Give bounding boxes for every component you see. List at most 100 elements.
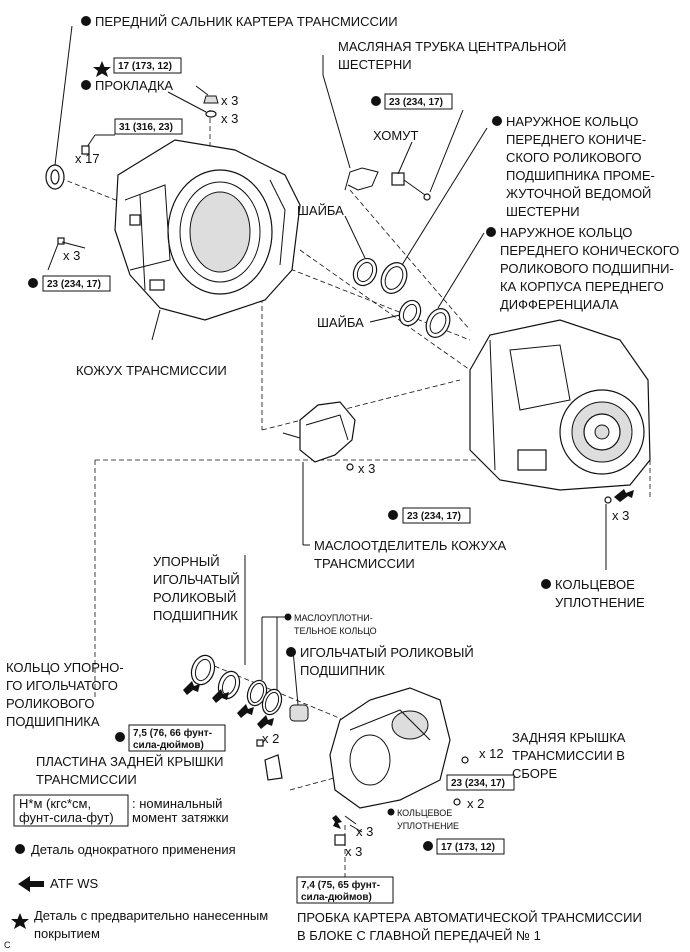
svg-text:УПЛОТНЕНИЕ: УПЛОТНЕНИЕ (555, 595, 645, 610)
svg-text:РОЛИКОВЫЙ: РОЛИКОВЫЙ (153, 590, 236, 605)
labels: ПЕРЕДНИЙ САЛЬНИК КАРТЕРА ТРАНСМИССИИ 17 … (4, 14, 679, 950)
svg-text:фунт-сила-фут): фунт-сила-фут) (19, 810, 114, 825)
svg-text:НАРУЖНОЕ КОЛЬЦО: НАРУЖНОЕ КОЛЬЦО (500, 225, 632, 240)
torque-31: 31 (316, 23) (119, 122, 173, 133)
svg-text:сила-дюймов): сила-дюймов) (133, 740, 204, 751)
svg-text:УПОРНЫЙ: УПОРНЫЙ (153, 554, 220, 569)
svg-text:ПЕРЕДНЕГО КОНИЧЕ-: ПЕРЕДНЕГО КОНИЧЕ- (506, 132, 646, 147)
svg-text:СКОГО РОЛИКОВОГО: СКОГО РОЛИКОВОГО (506, 150, 642, 165)
svg-text:ПРОБКА КАРТЕРА АВТОМАТИЧЕСКОЙ: ПРОБКА КАРТЕРА АВТОМАТИЧЕСКОЙ ТРАНСМИССИ… (297, 910, 642, 925)
precoated-star-icon (11, 913, 29, 929)
svg-text:x 3: x 3 (612, 508, 629, 523)
torque-23-sep: 23 (234, 17) (407, 511, 461, 522)
arrow-icon (183, 681, 200, 695)
svg-text:ГО ИГОЛЬЧАТОГО: ГО ИГОЛЬЧАТОГО (6, 678, 118, 693)
single-use-dot-icon (15, 844, 25, 854)
oil-pipe-part (322, 55, 464, 201)
single-use-dot-icon (388, 510, 398, 520)
svg-text:ТЕЛЬНОЕ КОЛЬЦО: ТЕЛЬНОЕ КОЛЬЦО (294, 626, 377, 636)
atf-arrows (18, 489, 634, 892)
svg-text:ТРАНСМИССИИ: ТРАНСМИССИИ (36, 772, 137, 787)
svg-text:C: C (4, 940, 11, 950)
svg-text:: номинальный: : номинальный (132, 796, 222, 811)
svg-text:НАРУЖНОЕ КОЛЬЦО: НАРУЖНОЕ КОЛЬЦО (506, 114, 638, 129)
svg-text:ПЕРЕДНЕГО КОНИЧЕСКОГО: ПЕРЕДНЕГО КОНИЧЕСКОГО (500, 243, 679, 258)
svg-text:ТРАНСМИССИИ: ТРАНСМИССИИ (314, 556, 415, 571)
svg-text:МАСЛОУПЛОТНИ-: МАСЛОУПЛОТНИ- (294, 613, 373, 623)
label-gasket: ПРОКЛАДКА (95, 78, 173, 93)
svg-text:ПЛАСТИНА ЗАДНЕЙ КРЫШКИ: ПЛАСТИНА ЗАДНЕЙ КРЫШКИ (36, 754, 224, 769)
arrow-icon (614, 489, 634, 502)
svg-text:ИГОЛЬЧАТЫЙ: ИГОЛЬЧАТЫЙ (153, 572, 240, 587)
svg-text:момент затяжки: момент затяжки (132, 810, 229, 825)
label-washer-1: ШАЙБА (297, 203, 344, 218)
svg-text:ЗАДНЯЯ КРЫШКА: ЗАДНЯЯ КРЫШКА (512, 730, 626, 745)
single-use-dot-icon (423, 841, 433, 851)
torque-23-cover: 23 (234, 17) (451, 778, 505, 789)
lower-rings-part (190, 555, 309, 722)
bolt-group-top (47, 85, 219, 271)
torque-17-bottom: 17 (173, 12) (441, 842, 495, 853)
svg-text:ИГОЛЬЧАТЫЙ РОЛИКОВЫЙ: ИГОЛЬЧАТЫЙ РОЛИКОВЫЙ (300, 645, 474, 660)
single-use-dot-icon (81, 16, 91, 26)
svg-text:КОЛЬЦЕВОЕ: КОЛЬЦЕВОЕ (555, 577, 635, 592)
single-use-dot-icon (541, 579, 551, 589)
svg-text:ПОДШИПНИК: ПОДШИПНИК (153, 608, 238, 623)
single-use-dot-icon (286, 647, 296, 657)
transmission-case-part (114, 139, 301, 341)
torque-17-top: 17 (173, 12) (118, 61, 172, 72)
single-use-dot-icon (486, 227, 496, 237)
label-case: КОЖУХ ТРАНСМИССИИ (76, 363, 227, 378)
svg-text:Н*м (кгс*см,: Н*м (кгс*см, (19, 796, 91, 811)
label-oil-pipe-1: МАСЛЯНАЯ ТРУБКА ЦЕНТРАЛЬНОЙ (338, 39, 566, 54)
arrow-icon (332, 815, 342, 829)
single-use-dot-icon (28, 278, 38, 288)
svg-text:ATF WS: ATF WS (50, 876, 98, 891)
washer-race-upper (344, 127, 488, 338)
arrow-icon (18, 876, 44, 892)
arrow-icon (237, 704, 254, 718)
svg-text:КА КОРПУСА ПЕРЕДНЕГО: КА КОРПУСА ПЕРЕДНЕГО (500, 279, 664, 294)
torque-23-pipe: 23 (234, 17) (389, 97, 443, 108)
svg-text:КОЛЬЦО УПОРНО-: КОЛЬЦО УПОРНО- (6, 660, 124, 675)
single-use-dot-icon (81, 80, 91, 90)
single-use-dot-icon (492, 116, 502, 126)
svg-text:ДИФФЕРЕНЦИАЛА: ДИФФЕРЕНЦИАЛА (500, 297, 619, 312)
svg-text:В БЛОКЕ С ГЛАВНОЙ ПЕРЕДАЧЕЙ №: В БЛОКЕ С ГЛАВНОЙ ПЕРЕДАЧЕЙ № 1 (297, 928, 541, 943)
label-clamp: ХОМУТ (373, 128, 418, 143)
svg-text:7,5 (76, 66 фунт-: 7,5 (76, 66 фунт- (133, 727, 212, 739)
label-front-seal: ПЕРЕДНИЙ САЛЬНИК КАРТЕРА ТРАНСМИССИИ (95, 14, 398, 29)
svg-text:ЖУТОЧНОЙ ВЕДОМОЙ: ЖУТОЧНОЙ ВЕДОМОЙ (506, 186, 651, 201)
svg-text:x 12: x 12 (479, 746, 504, 761)
single-use-dot-icon (387, 808, 395, 816)
label-washer-2: ШАЙБА (317, 315, 364, 330)
svg-text:x 3: x 3 (356, 824, 373, 839)
label-oil-pipe-2: ШЕСТЕРНИ (338, 57, 412, 72)
svg-text:ТРАНСМИССИИ В: ТРАНСМИССИИ В (512, 748, 625, 763)
svg-text:покрытием: покрытием (34, 926, 100, 941)
front-seal-part (45, 25, 73, 190)
svg-text:СБОРЕ: СБОРЕ (512, 766, 558, 781)
svg-text:ПОДШИПНИКА ПРОМЕ-: ПОДШИПНИКА ПРОМЕ- (506, 168, 655, 183)
svg-text:x 2: x 2 (262, 731, 279, 746)
svg-text:ПОДШИПНИК: ПОДШИПНИК (300, 663, 385, 678)
oil-separator-part (282, 401, 356, 546)
single-use-dot-icon (115, 732, 125, 742)
arrow-icon (212, 689, 229, 703)
svg-text:x 3: x 3 (221, 93, 238, 108)
svg-text:УПЛОТНЕНИЕ: УПЛОТНЕНИЕ (397, 821, 459, 831)
svg-text:РОЛИКОВОГО ПОДШИПНИ-: РОЛИКОВОГО ПОДШИПНИ- (500, 261, 674, 276)
svg-text:КОЛЬЦЕВОЕ: КОЛЬЦЕВОЕ (397, 808, 452, 818)
single-use-dot-icon (284, 613, 292, 621)
transaxle-assembly-part (469, 319, 651, 570)
rear-cover-part (256, 687, 469, 846)
arrow-icon (257, 715, 274, 729)
svg-text:РОЛИКОВОГО: РОЛИКОВОГО (6, 696, 95, 711)
svg-text:x 17: x 17 (75, 151, 100, 166)
svg-text:ШЕСТЕРНИ: ШЕСТЕРНИ (506, 204, 580, 219)
svg-text:x 3: x 3 (221, 111, 238, 126)
svg-text:x 3: x 3 (358, 461, 375, 476)
svg-text:МАСЛООТДЕЛИТЕЛЬ КОЖУХА: МАСЛООТДЕЛИТЕЛЬ КОЖУХА (314, 538, 507, 553)
svg-text:ПОДШИПНИКА: ПОДШИПНИКА (6, 714, 100, 729)
